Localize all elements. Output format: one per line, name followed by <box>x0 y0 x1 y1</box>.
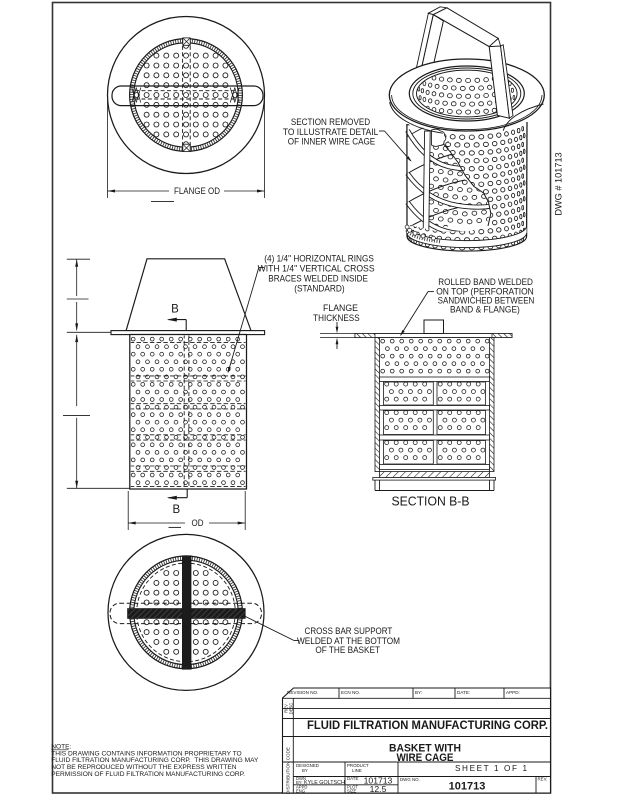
svg-text:APPD:: APPD: <box>506 690 520 695</box>
svg-text:SECTION B-B: SECTION B-B <box>392 494 470 509</box>
svg-text:REV: REV <box>283 704 288 713</box>
svg-text:THIS DRAWING CONTAINS INFORMAT: THIS DRAWING CONTAINS INFORMATION PROPRI… <box>51 750 242 757</box>
svg-text:DATE: DATE <box>347 776 358 781</box>
svg-text:REV.: REV. <box>538 777 548 782</box>
svg-text:CROSS BAR SUPPORT: CROSS BAR SUPPORT <box>305 626 393 636</box>
svg-text:APPD: APPD <box>296 785 307 790</box>
svg-text:PERMISSION OF FLUID FILTRATION: PERMISSION OF FLUID FILTRATION MANUFACTU… <box>51 771 245 778</box>
svg-text:BAND & FLANGE): BAND & FLANGE) <box>450 305 520 315</box>
svg-text:B: B <box>171 304 179 316</box>
svg-text:WIRE CAGE: WIRE CAGE <box>397 752 454 764</box>
svg-text:NOTE:: NOTE: <box>51 744 71 751</box>
svg-text:DESIGNED: DESIGNED <box>296 763 319 768</box>
svg-text:SECTION REMOVED: SECTION REMOVED <box>291 117 370 127</box>
svg-text:ROLLED BAND WELDED: ROLLED BAND WELDED <box>438 277 533 287</box>
svg-text:KYLE GOLTSCH: KYLE GOLTSCH <box>304 780 345 786</box>
svg-text:DWG # 101713: DWG # 101713 <box>554 152 564 215</box>
svg-text:BRACES WELDED INSIDE: BRACES WELDED INSIDE <box>268 274 368 284</box>
svg-text:DATE:: DATE: <box>457 690 470 695</box>
svg-text:DESC: DESC <box>288 703 293 715</box>
svg-text:OD: OD <box>192 518 204 528</box>
svg-text:PRODUCT: PRODUCT <box>347 763 369 768</box>
svg-text:FLANGE OD: FLANGE OD <box>174 186 220 196</box>
svg-text:12.5: 12.5 <box>370 784 387 794</box>
svg-text:ENG: ENG <box>296 788 305 793</box>
svg-text:101713: 101713 <box>364 776 393 786</box>
svg-text:ON TOP (PERFORATION: ON TOP (PERFORATION <box>436 287 534 297</box>
svg-text:NOT BE REPRODUCED WITHOUT THE: NOT BE REPRODUCED WITHOUT THE EXPRESS WR… <box>51 764 237 771</box>
svg-text:DWN: DWN <box>296 776 306 781</box>
svg-text:ECN NO.: ECN NO. <box>341 690 360 695</box>
svg-text:BY:: BY: <box>296 780 303 785</box>
svg-text:DWG NO.: DWG NO. <box>400 777 420 782</box>
svg-text:101713: 101713 <box>449 781 486 793</box>
svg-text:(STANDARD): (STANDARD) <box>294 284 344 294</box>
svg-text:BY:: BY: <box>415 690 422 695</box>
svg-text:FLUID FILTRATION MANUFACTURING: FLUID FILTRATION MANUFACTURING CORP. THI… <box>51 757 259 764</box>
svg-text:OF INNER WIRE CAGE: OF INNER WIRE CAGE <box>288 137 376 147</box>
svg-text:WITH 1/4" VERTICAL CROSS: WITH 1/4" VERTICAL CROSS <box>258 264 375 274</box>
svg-text:FLUID FILTRATION MANUFACTURING: FLUID FILTRATION MANUFACTURING CORP. <box>307 718 548 732</box>
svg-text:OF THE BASKET: OF THE BASKET <box>315 645 380 655</box>
svg-text:SANDWICHED BETWEEN: SANDWICHED BETWEEN <box>438 296 535 306</box>
svg-text:DISTRIBUTION CODE: DISTRIBUTION CODE <box>285 747 290 794</box>
svg-text:BASKET WITH: BASKET WITH <box>389 742 461 754</box>
svg-text:TO ILLUSTRATE DETAIL: TO ILLUSTRATE DETAIL <box>283 127 379 137</box>
svg-text:B: B <box>172 504 180 516</box>
svg-text:SHEET 1 OF 1: SHEET 1 OF 1 <box>455 764 527 773</box>
svg-text:FLANGE: FLANGE <box>323 303 358 313</box>
svg-text:BY: BY <box>302 768 308 773</box>
svg-text:LINE: LINE <box>352 768 362 773</box>
svg-text:SIZE: SIZE <box>347 788 357 793</box>
svg-text:PLOT: PLOT <box>347 785 358 790</box>
svg-text:(4) 1/4" HORIZONTAL RINGS: (4) 1/4" HORIZONTAL RINGS <box>264 254 374 264</box>
svg-text:WELDED AT THE BOTTOM: WELDED AT THE BOTTOM <box>297 636 400 646</box>
svg-text:THICKNESS: THICKNESS <box>313 313 360 323</box>
svg-text:REVISION NO.: REVISION NO. <box>287 690 318 695</box>
